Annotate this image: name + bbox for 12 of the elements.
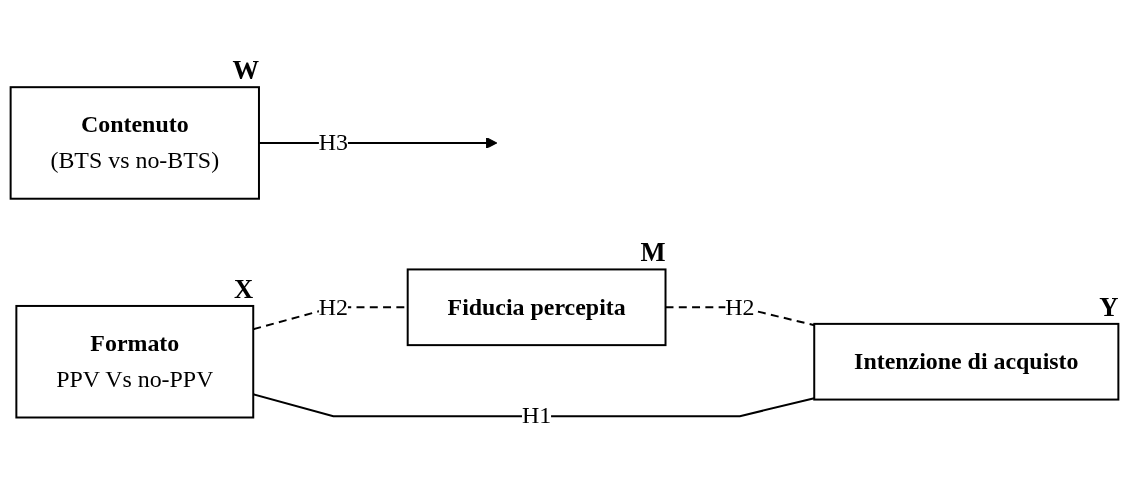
edge-label: H3 [318, 128, 348, 156]
edge-label: H1 [522, 401, 552, 429]
variable-letter: W [232, 54, 259, 85]
edge-label: H2 [318, 292, 348, 320]
node-box: Contenuto (BTS vs no-BTS) [9, 85, 260, 200]
variable-letter: M [640, 237, 666, 268]
node-box: Intenzione di acquisto [813, 322, 1120, 401]
variable-letter: X [234, 273, 254, 304]
node-box: Formato PPV Vs no-PPV [15, 304, 255, 419]
variable-letter: Y [1099, 291, 1119, 322]
edge-label: H2 [725, 292, 755, 320]
node-box: Fiducia percepita [406, 268, 667, 346]
